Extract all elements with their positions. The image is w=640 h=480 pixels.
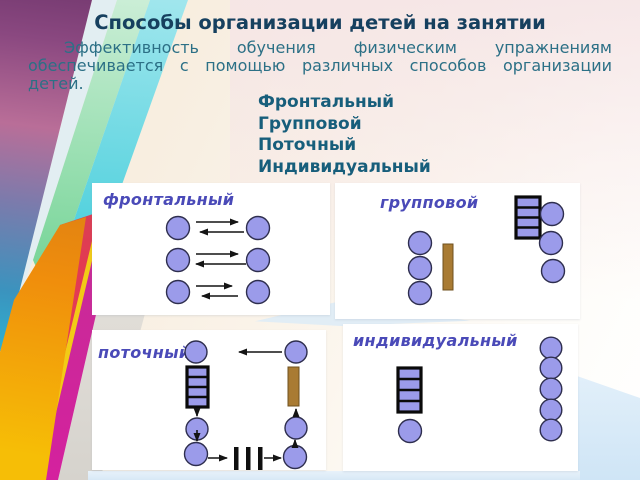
panel-group: групповой [335,183,580,319]
frontal-diagram [165,215,271,305]
paragraph-line: обеспечивается с помощью различных спосо… [28,56,612,75]
group-diagram [407,195,566,306]
bg-bottom-strip [88,471,580,480]
flow-diagram [183,340,308,470]
panel-individual: индивидуальный [343,324,578,471]
panel-frontal: фронтальный [92,183,330,315]
bg-blue-corner [575,376,640,480]
child-circle [184,340,208,364]
panel-group-label: групповой [380,193,479,212]
list-item-individual: Индивидуальный [258,156,431,177]
wall-bars [185,365,210,409]
bench-rect [287,366,300,407]
list-item-frontal: Фронтальный [258,92,395,112]
panel-frontal-label: фронтальный [103,190,235,209]
child-circle [282,444,308,470]
children-circles [539,336,563,442]
methods-list: Фронтальный Групповой Поточный Индивидуа… [258,92,431,178]
child-circle [183,441,209,467]
paragraph-line: Эффективность обучения физическим упражн… [64,38,612,57]
list-item-flow: Поточный [258,135,357,156]
hurdle-bars [234,447,263,470]
flow-arrows [193,348,300,462]
children-circles [165,215,271,305]
panel-flow-label: поточный [98,343,191,362]
child-circle [397,418,423,444]
direction-arrows [195,218,246,300]
children-circles [407,230,433,306]
page-title: Способы организации детей на занятии [94,11,546,34]
child-circle [284,340,308,364]
panel-individual-label: индивидуальный [353,331,518,350]
wall-bars [396,366,423,414]
child-circle [284,416,308,440]
list-item-group: Групповой [258,113,362,134]
bench-rect [442,243,454,291]
children-circles [538,201,566,284]
individual-diagram [396,336,563,444]
paragraph-line: детей. [28,74,84,93]
wall-bars [514,195,542,240]
panel-flow: поточный [92,330,326,470]
intro-paragraph: Эффективность обучения физическим упражн… [28,39,612,93]
